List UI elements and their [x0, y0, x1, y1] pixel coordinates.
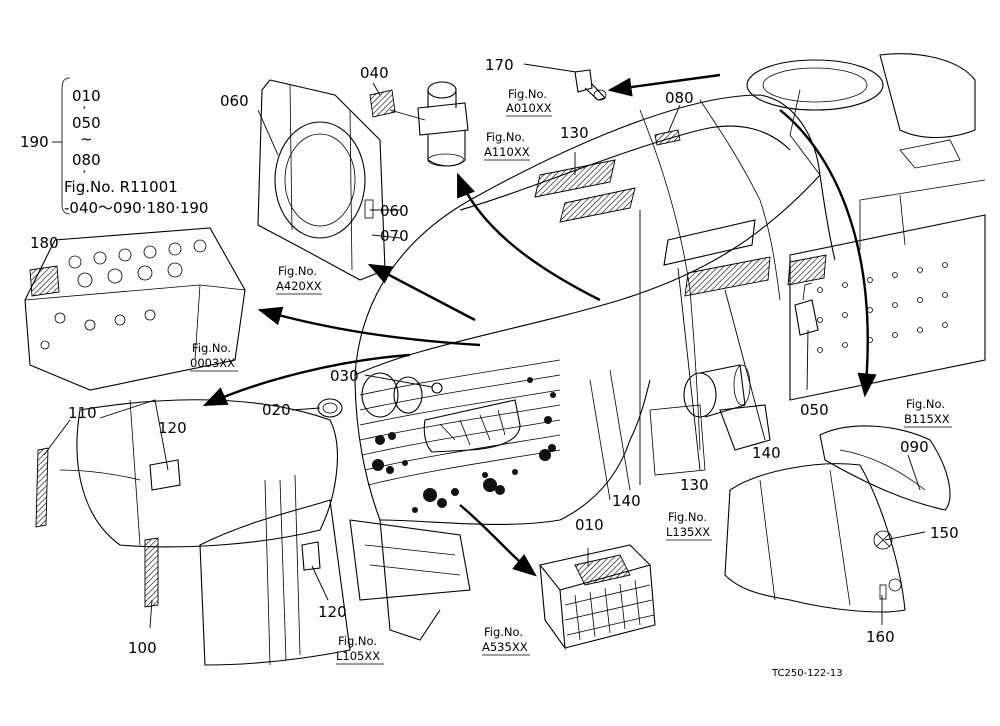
- sensor-170-drawing: [574, 69, 607, 101]
- decal-040: [369, 89, 396, 118]
- decal-kubota-hood: [663, 219, 771, 297]
- figref-a420xx: Fig.No. A420XX: [276, 264, 322, 295]
- label-140-left: 140: [612, 492, 641, 510]
- legend-line-6: ·: [82, 163, 87, 181]
- legend-line-7: Fig.No. R11001: [64, 178, 178, 196]
- svg-text:Fig.No.: Fig.No.: [278, 264, 317, 278]
- figref-a535xx: Fig.No. A535XX: [482, 625, 530, 656]
- label-060-mid: 060: [380, 202, 409, 220]
- label-170: 170: [485, 56, 514, 74]
- svg-text:A535XX: A535XX: [482, 640, 528, 654]
- figref-0003xx: Fig.No. 0003XX: [190, 341, 238, 372]
- svg-text:A110XX: A110XX: [484, 145, 530, 159]
- figref-b115xx: Fig.No. B115XX: [904, 397, 952, 428]
- svg-text:Fig.No.: Fig.No.: [486, 130, 525, 144]
- side-strip-110: [35, 447, 49, 528]
- label-140-right: 140: [752, 444, 781, 462]
- legend-line-2: ·: [82, 99, 87, 117]
- engine-block-drawing: [24, 227, 246, 391]
- svg-text:Fig.No.: Fig.No.: [508, 87, 547, 101]
- label-110: 110: [68, 404, 97, 422]
- svg-text:Fig.No.: Fig.No.: [906, 397, 945, 411]
- grommet-120-upper: [149, 459, 181, 491]
- figref-l135xx: Fig.No. L135XX: [666, 510, 712, 541]
- cap-030: [431, 382, 443, 394]
- legend-ref: 190: [20, 133, 49, 151]
- figure-reference-arrows: [202, 73, 877, 577]
- decal-130-upper: [534, 159, 636, 223]
- leader-lines: [43, 63, 926, 629]
- label-180: 180: [30, 234, 59, 252]
- figure-references: Fig.No. A010XX Fig.No. A110XX Fig.No. A4…: [190, 87, 952, 665]
- svg-text:Fig.No.: Fig.No.: [484, 625, 523, 639]
- label-040: 040: [360, 64, 389, 82]
- legend-block: 190 010 · 050 ~ 080 · Fig.No. R11001 -04…: [20, 77, 208, 217]
- label-120-lower: 120: [318, 603, 347, 621]
- decal-080: [654, 129, 681, 146]
- svg-text:B115XX: B115XX: [904, 412, 950, 426]
- figref-a010xx: Fig.No. A010XX: [506, 87, 552, 117]
- label-130-lower: 130: [680, 476, 709, 494]
- legend-line-5: 080: [72, 151, 101, 169]
- air-cleaner-drawing: [417, 81, 469, 167]
- label-160: 160: [866, 628, 895, 646]
- legend-line-8: -040～090·180·190: [64, 199, 208, 217]
- label-050: 050: [800, 401, 829, 419]
- grommet-120-lower: [301, 541, 321, 571]
- cap-020: [317, 398, 343, 418]
- part-number-labels: 170 040 060 080 130 060 070 180 030 020 …: [30, 56, 959, 657]
- label-010: 010: [575, 516, 604, 534]
- label-060-top: 060: [220, 92, 249, 110]
- decal-050: [787, 254, 827, 286]
- legend-line-1: 010: [72, 87, 101, 105]
- label-100: 100: [128, 639, 157, 657]
- label-070: 070: [380, 227, 409, 245]
- svg-text:0003XX: 0003XX: [190, 356, 235, 370]
- legend-line-4: ~: [80, 130, 93, 148]
- side-strip-100: [144, 537, 159, 608]
- svg-text:Fig.No.: Fig.No.: [192, 341, 231, 355]
- svg-text:L135XX: L135XX: [666, 525, 710, 539]
- svg-text:A420XX: A420XX: [276, 279, 322, 293]
- label-150: 150: [930, 524, 959, 542]
- svg-text:L105XX: L105XX: [336, 649, 380, 663]
- paint-damage-marks: [372, 377, 556, 513]
- radiator-shroud-drawing: [257, 79, 386, 281]
- svg-text:Fig.No.: Fig.No.: [338, 634, 377, 648]
- label-020: 020: [262, 401, 291, 419]
- svg-text:Fig.No.: Fig.No.: [668, 510, 707, 524]
- figref-l105xx: Fig.No. L105XX: [336, 634, 384, 665]
- legend-line-3: 050: [72, 114, 101, 132]
- label-080: 080: [665, 89, 694, 107]
- label-090: 090: [900, 438, 929, 456]
- figref-a110xx: Fig.No. A110XX: [484, 130, 530, 161]
- battery-drawing: [539, 544, 656, 650]
- label-130-top: 130: [560, 124, 589, 142]
- svg-text:A010XX: A010XX: [506, 101, 552, 115]
- fender-right-drawing: [724, 425, 951, 613]
- label-120-upper: 120: [158, 419, 187, 437]
- drawing-id: TC250-122-13: [771, 668, 843, 679]
- label-030: 030: [330, 367, 359, 385]
